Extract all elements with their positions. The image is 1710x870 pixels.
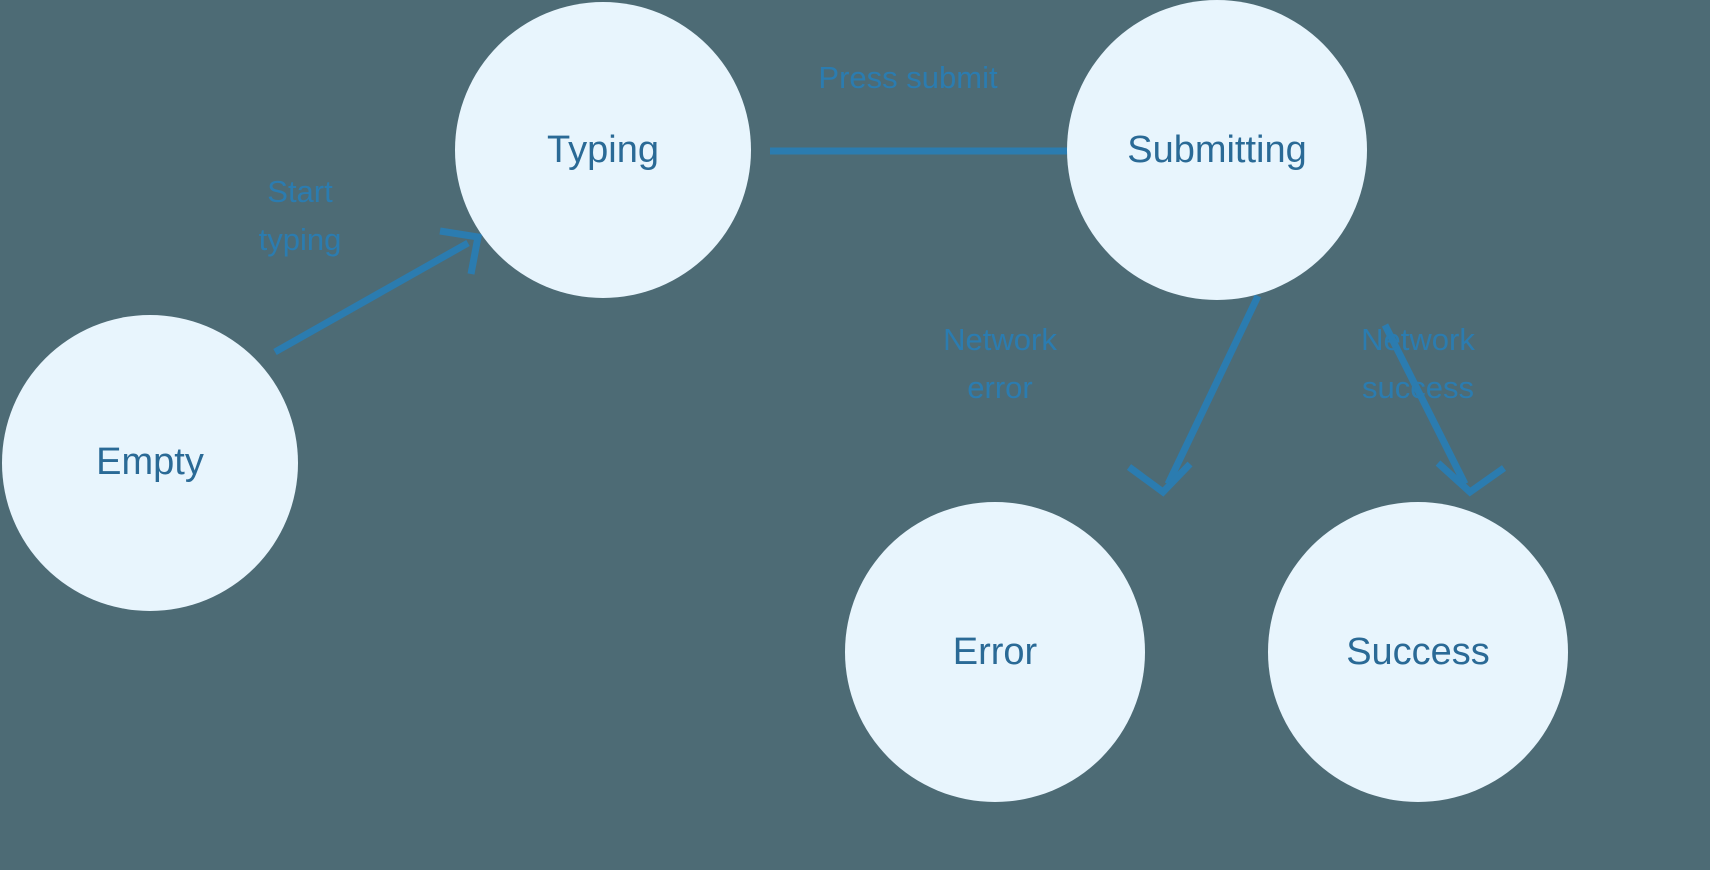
edge-label-start-typing-line1: Start — [267, 174, 333, 209]
edge-label-network-error-line1: Network — [943, 322, 1057, 357]
edge-label-network-success-line1: Network — [1361, 322, 1475, 357]
state-node-typing-label: Typing — [547, 129, 659, 171]
edge-label-network-success-line2: success — [1362, 370, 1474, 405]
edge-submitting-to-error — [1126, 294, 1262, 497]
edge-submitting-to-success — [1381, 323, 1507, 497]
state-node-empty[interactable]: Empty — [2, 315, 298, 611]
state-node-empty-circle[interactable] — [2, 315, 298, 611]
edge-submitting-to-error-line — [1164, 294, 1262, 486]
state-node-submitting-label: Submitting — [1127, 129, 1307, 171]
state-node-success-circle[interactable] — [1268, 502, 1568, 802]
edge-label-start-typing: Start typing — [259, 174, 342, 257]
state-node-typing[interactable]: Typing — [455, 2, 751, 298]
state-node-error-label: Error — [953, 631, 1038, 673]
state-node-submitting-circle[interactable] — [1067, 0, 1367, 300]
edge-empty-to-typing-arrowhead — [439, 227, 483, 275]
edge-label-network-success: Network success — [1361, 322, 1475, 405]
state-node-empty-label: Empty — [96, 441, 204, 483]
state-node-success-label: Success — [1346, 631, 1490, 673]
edge-label-press-submit-line1: Press submit — [818, 60, 998, 95]
edge-submitting-to-success-line — [1381, 323, 1469, 486]
state-node-error-circle[interactable] — [845, 502, 1145, 802]
state-node-success[interactable]: Success — [1268, 502, 1568, 802]
edge-label-network-error: Network error — [943, 322, 1057, 405]
edge-label-press-submit: Press submit — [818, 60, 998, 95]
edge-empty-to-typing-line — [273, 239, 470, 356]
edge-label-start-typing-line2: typing — [259, 222, 342, 257]
edge-submitting-to-success-arrowhead — [1435, 460, 1507, 497]
state-node-submitting[interactable]: Submitting — [1067, 0, 1367, 300]
state-node-typing-circle[interactable] — [455, 2, 751, 298]
edge-empty-to-typing — [273, 227, 483, 356]
edge-submitting-to-error-arrowhead — [1126, 461, 1193, 497]
state-node-error[interactable]: Error — [845, 502, 1145, 802]
edge-label-network-error-line2: error — [967, 370, 1032, 405]
